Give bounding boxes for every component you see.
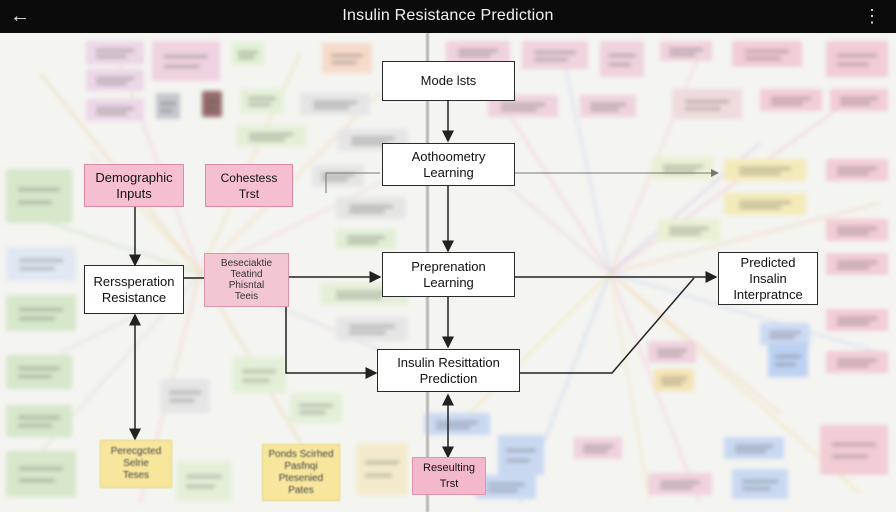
- background-box: [826, 219, 888, 241]
- background-box: [654, 369, 694, 391]
- background-box: [522, 41, 588, 69]
- node-model-tests[interactable]: Mode lsts: [382, 61, 515, 101]
- background-box: [826, 309, 888, 331]
- background-box: [600, 41, 644, 77]
- background-box: [6, 405, 72, 437]
- background-box: [826, 351, 888, 373]
- background-thumbnail: [202, 91, 222, 117]
- background-box: [336, 229, 396, 249]
- background-box: [86, 69, 144, 91]
- background-thumbnail: [156, 93, 180, 119]
- background-box: [290, 393, 342, 423]
- background-box: [760, 89, 822, 111]
- background-box: [336, 197, 406, 219]
- line-prediction-to-predicted: [520, 277, 695, 374]
- background-box: [6, 355, 72, 389]
- background-network: [0, 33, 896, 512]
- background-box: [232, 43, 264, 65]
- background-box: [574, 437, 622, 459]
- background-box: [732, 41, 802, 67]
- background-box: [672, 89, 742, 119]
- node-insulin-resistance-prediction[interactable]: Insulin Resittation Prediction: [377, 349, 520, 392]
- node-perceptual-tests[interactable]: Perecgcted Selrie Teses: [100, 440, 172, 488]
- background-box: [312, 165, 364, 187]
- background-box: [830, 89, 888, 111]
- background-box: [580, 95, 636, 117]
- background-box: [768, 343, 808, 377]
- background-box: [236, 125, 306, 147]
- background-box: [446, 41, 510, 63]
- title-bar: ← Insulin Resistance Prediction ⋮: [0, 0, 896, 33]
- background-box: [6, 295, 76, 331]
- background-box: [152, 41, 220, 81]
- background-box: [176, 461, 232, 501]
- background-box: [498, 435, 544, 475]
- background-box: [6, 247, 76, 281]
- background-box: [826, 41, 888, 77]
- background-box: [86, 41, 144, 65]
- background-box: [658, 219, 720, 241]
- node-resulting-tests[interactable]: Reseulting Trst: [412, 457, 486, 495]
- node-demographic-inputs[interactable]: Demographic Inputs: [84, 164, 184, 207]
- arrow-biomarker-to-prediction: [285, 307, 378, 379]
- line-anthropometry-side: [325, 172, 380, 193]
- background-box: [476, 475, 536, 499]
- background-box: [648, 473, 712, 495]
- back-arrow-icon[interactable]: ←: [10, 5, 30, 27]
- background-box: [660, 41, 712, 61]
- background-box: [724, 437, 784, 459]
- node-preparation-learning[interactable]: Preprenation Learning: [382, 252, 515, 297]
- more-options-icon[interactable]: ⋮: [863, 6, 881, 26]
- background-box: [232, 357, 286, 393]
- node-resistance[interactable]: Rerssperation Resistance: [84, 265, 184, 314]
- background-box: [240, 89, 284, 113]
- background-box: [300, 93, 370, 115]
- page-title: Insulin Resistance Prediction: [342, 7, 554, 24]
- background-box: [760, 323, 810, 345]
- background-box: [322, 43, 372, 73]
- background-box: [826, 159, 888, 181]
- background-box: [724, 159, 806, 181]
- background-box: [160, 379, 210, 413]
- background-box: [826, 253, 888, 275]
- diagram-connectors: [129, 101, 719, 459]
- background-box: [6, 451, 76, 497]
- background-box: [336, 317, 408, 341]
- node-biomarker-tests[interactable]: Beseciaktie Teatind Phisntal Teeis: [204, 253, 289, 307]
- background-box: [724, 193, 806, 215]
- node-anthropometry-learning[interactable]: Aothoometry Learning: [382, 143, 515, 186]
- background-box: [356, 443, 408, 495]
- background-box: [6, 169, 72, 223]
- diagram-canvas: Mode lsts Aothoometry Learning Preprenat…: [0, 33, 896, 512]
- node-predicted-insulin[interactable]: Predicted Insalin Interpratnce: [718, 252, 818, 305]
- node-cohesion-test[interactable]: Cohestess Trst: [205, 164, 293, 207]
- node-module-detail[interactable]: Ponds Scirhed Pasfnqi Ptesenied Pates: [262, 444, 340, 501]
- background-box: [86, 99, 144, 121]
- background-box: [648, 341, 696, 363]
- background-box: [732, 469, 788, 499]
- background-box: [820, 425, 888, 475]
